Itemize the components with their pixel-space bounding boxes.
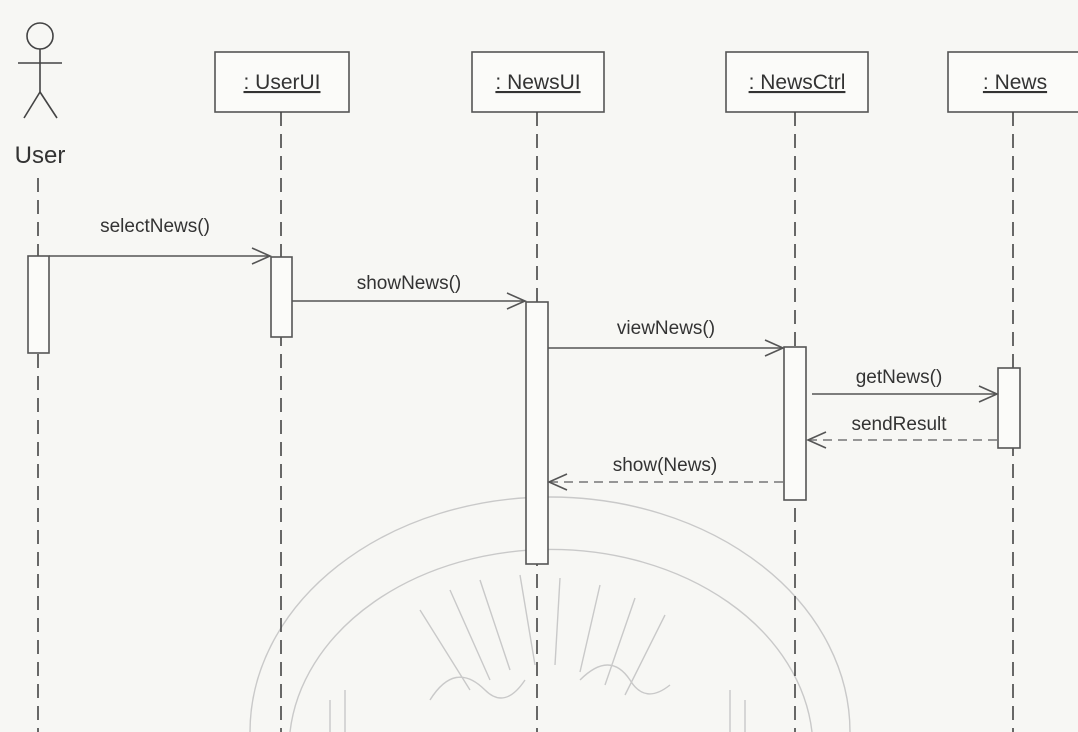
arrowhead-icon [764,339,785,357]
activation-bar-news [997,367,1021,449]
message-label: showNews() [357,273,462,294]
message-label: show(News) [613,455,718,476]
message-show-news: showNews() [292,273,527,310]
arrowhead-icon [547,473,568,491]
object-label-newsui: : NewsUI [495,71,580,94]
stick-figure-icon [18,22,62,119]
message-label: selectNews() [100,216,210,237]
message-label: getNews() [856,367,943,388]
object-box [947,51,1078,113]
watermark-seal [249,496,851,732]
object-box [214,51,350,113]
message-label: sendResult [851,414,947,435]
message-send-result: sendResult [806,414,997,449]
arrowhead-icon [506,292,527,310]
message-get-news: getNews() [812,367,999,403]
object-newsctrl: : NewsCtrl [725,51,869,113]
message-select-news: selectNews() [49,216,272,265]
object-label-newsctrl: : NewsCtrl [749,71,846,94]
activation-bar-userui [270,256,293,338]
message-view-news: viewNews() [548,318,785,357]
object-label-news: : News [983,71,1047,94]
object-box [725,51,869,113]
object-box [471,51,605,113]
message-show-news-return: show(News) [547,455,783,491]
activation-bar-newsui [525,301,549,565]
arrowhead-icon [978,385,999,403]
activation-bar-newsctrl [783,346,807,501]
arrowhead-icon [806,431,827,449]
object-news: : News [947,51,1078,113]
object-label-userui: : UserUI [243,71,320,94]
object-newsui: : NewsUI [471,51,605,113]
actor-label: User [15,142,66,169]
object-userui: : UserUI [214,51,350,113]
message-label: viewNews() [617,318,715,339]
user-actor: User [15,22,66,169]
arrowhead-icon [251,247,272,265]
activation-bar-user [27,255,50,354]
